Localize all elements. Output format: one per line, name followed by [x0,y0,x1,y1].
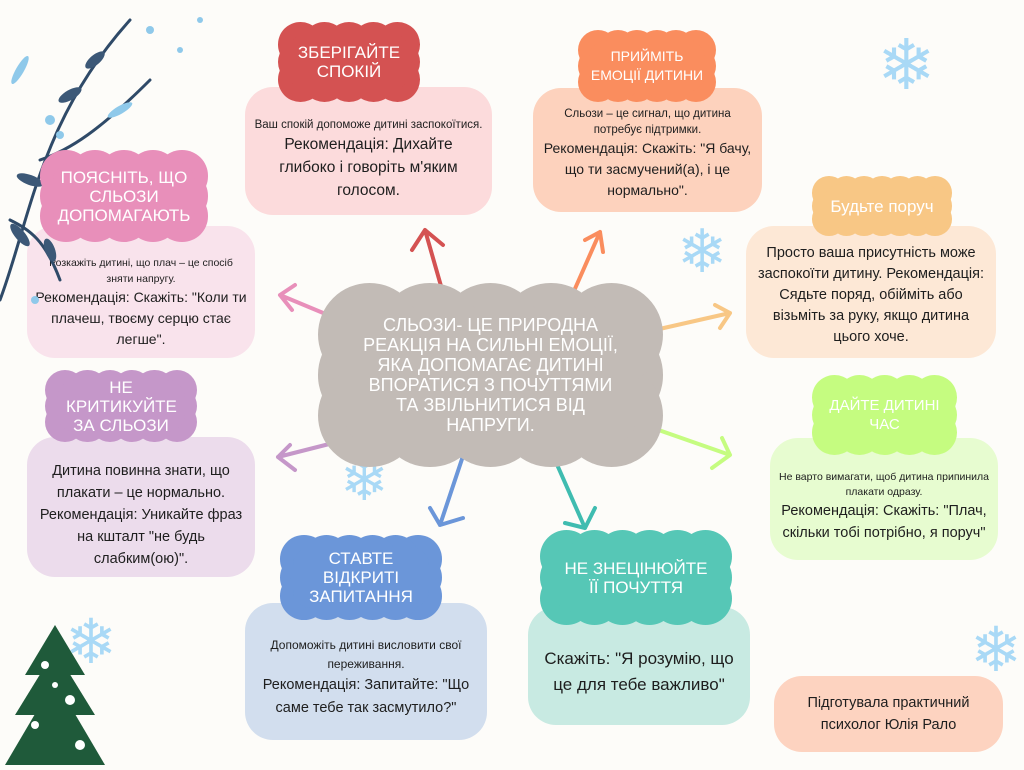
card-accept-title: ПРИЙМІТЬ ЕМОЦІЇ ДИТИНИ [578,30,716,102]
arrow-near [653,303,732,332]
card-questions-intro: Допоможіть дитині висловити свої пережив… [270,637,462,671]
card-questions-title: СТАВТЕ ВІДКРИТІ ЗАПИТАННЯ [280,535,442,620]
card-time-text: Рекомендація: Скажіть: "Плач, скільки то… [781,503,987,541]
card-devalue-title: НЕ ЗНЕЦІНЮЙТЕ ЇЇ ПОЧУТТЯ [540,530,732,625]
card-questions-body: Допоможіть дитині висловити свої пережив… [245,603,487,740]
card-explain-text: Рекомендація: Скажіть: "Коли ти плачеш, … [35,288,247,347]
card-criticize-text: Дитина повинна знати, що плакати – це но… [39,463,243,567]
card-near-title: Будьте поруч [812,176,952,236]
card-calm-title: ЗБЕРІГАЙТЕ СПОКІЙ [278,22,420,102]
card-calm-intro: Ваш спокій допоможе дитині заспокоїтися. [254,118,483,131]
card-explain-body: Розкажіть дитині, що плач – це спосіб зн… [27,226,255,358]
cloud-core [289,33,409,91]
card-devalue-body: Скажіть: "Я розумію, що це для тебе важл… [528,607,750,725]
card-accept-intro: Сльози – це сигнал, що дитина потребує п… [564,107,731,136]
cloud-core [53,162,195,230]
snowflake-icon: ❄ [677,218,728,285]
card-devalue-text: Скажіть: "Я розумію, що це для тебе важл… [544,649,734,694]
card-near-body: Просто ваша присутність може заспокоїти … [746,226,996,358]
author-credit: Підготувала практичний психолог Юлія Рал… [774,676,1003,752]
card-time-title: ДАЙТЕ ДИТИНІ ЧАС [812,375,957,455]
central-idea-cloud: СЛЬОЗИ- ЦЕ ПРИРОДНА РЕАКЦІЯ НА СИЛЬНІ ЕМ… [318,283,663,467]
card-explain-title: ПОЯСНІТЬ, ЩО СЛЬОЗИ ДОПОМАГАЮТЬ [40,150,208,242]
cloud-core [292,546,430,609]
card-calm-text: Рекомендація: Дихайте глибоко і говоріть… [279,135,458,199]
snowy-tree-decoration [5,625,105,765]
arrow-questions [428,448,467,527]
central-idea-text: СЛЬОЗИ- ЦЕ ПРИРОДНА РЕАКЦІЯ НА СИЛЬНІ ЕМ… [363,315,618,435]
card-accept-text: Рекомендація: Скажіть: "Я бачу, що ти за… [543,139,752,198]
snowflake-icon: ❄ [970,616,1022,685]
snowflake-icon: ❄ [877,26,936,104]
cloud-core [823,386,946,444]
arrow-devalue [553,458,597,530]
cloud-core [589,40,705,92]
card-questions-text: Рекомендація: Запитайте: "Що саме тебе т… [262,676,470,716]
cloud-core [57,380,185,432]
author-text: Підготувала практичний психолог Юлія Рал… [807,695,970,733]
snowflake-icon: ❄ [65,608,117,677]
card-criticize-title: НЕ КРИТИКУЙТЕ ЗА СЛЬОЗИ [45,370,197,442]
cloud-core [823,184,941,228]
cloud-core [555,543,717,612]
cloud-core [345,308,636,442]
card-accept-body: Сльози – це сигнал, що дитина потребує п… [533,88,762,212]
card-near-text: Просто ваша присутність може заспокоїти … [757,244,985,345]
card-time-intro: Не варто вимагати, щоб дитина припинила … [779,471,989,498]
card-calm-body: Ваш спокій допоможе дитині заспокоїтися.… [245,87,492,215]
card-criticize-body: Дитина повинна знати, що плакати – це но… [27,437,255,577]
card-explain-intro: Розкажіть дитині, що плач – це спосіб зн… [49,256,233,285]
card-time-body: Не варто вимагати, щоб дитина припинила … [770,438,998,560]
